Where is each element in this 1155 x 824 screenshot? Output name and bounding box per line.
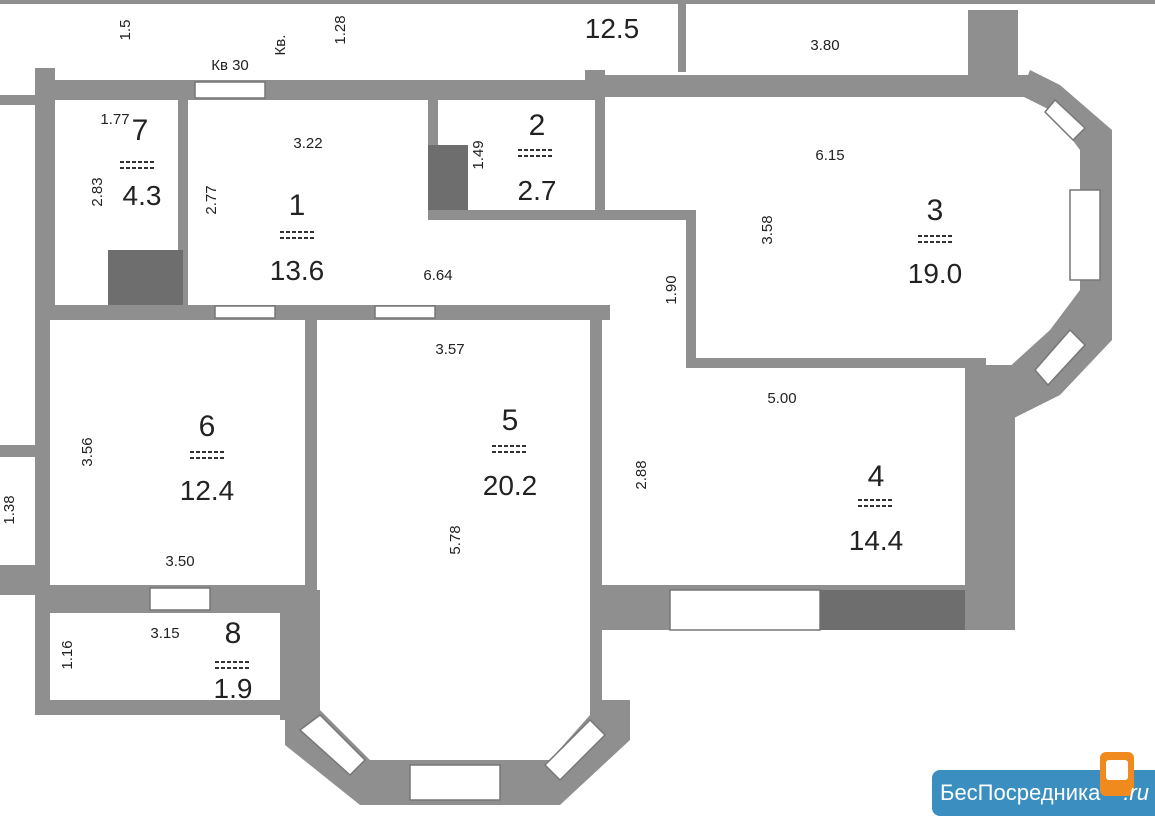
window: [194, 81, 266, 99]
window: [1034, 328, 1087, 387]
window: [669, 589, 821, 631]
wall: [108, 250, 183, 310]
wall-top-right: [600, 75, 1040, 97]
bay-wall-room-5: [285, 700, 630, 805]
dim-label: 1.5: [117, 20, 134, 41]
room-8-dim: 3.15: [150, 625, 179, 642]
wall-left-lower: [35, 305, 50, 710]
room-7-dim: 1.77: [100, 111, 129, 128]
room-7-dim: 2.83: [89, 177, 106, 206]
room-2-area: 2.7: [518, 175, 557, 206]
wall: [590, 315, 602, 715]
window: [409, 764, 501, 801]
wall: [35, 700, 290, 715]
room-4-number: 4: [868, 460, 885, 493]
door: [149, 587, 211, 611]
room-5-number: 5: [502, 404, 519, 437]
wall: [678, 0, 686, 72]
room-6-area: 12.4: [180, 475, 235, 506]
room-5-area: 20.2: [483, 470, 538, 501]
wall-top: [35, 80, 605, 100]
wall: [820, 590, 965, 630]
top-edge-wall: [0, 0, 1155, 4]
room-4-dim: 2.88: [633, 460, 650, 489]
wall: [595, 95, 605, 215]
room-7-number: 7: [132, 114, 149, 147]
room-7-area: 4.3: [123, 180, 162, 211]
room-5-dim: 5.78: [447, 525, 464, 554]
wall: [0, 445, 35, 457]
room-6-number: 6: [199, 410, 216, 443]
side-dim-label: 1.38: [1, 495, 18, 524]
dim-label: 1.28: [332, 15, 349, 44]
room-1-dim: 2.77: [203, 185, 220, 214]
room-1-dim: 3.22: [293, 135, 322, 152]
wall: [0, 565, 35, 595]
window: [298, 714, 367, 777]
room-3-dim: 3.58: [759, 215, 776, 244]
room-3-dim: 6.15: [815, 147, 844, 164]
bay-wall-room-3: [995, 70, 1112, 420]
logo-suffix: .ru: [1123, 780, 1149, 805]
room-8-dim: 1.16: [59, 640, 76, 669]
room-6-dim: 3.50: [165, 553, 194, 570]
wall-left: [35, 68, 55, 318]
door: [374, 305, 436, 319]
room-6-dim: 3.56: [79, 437, 96, 466]
wall: [686, 210, 696, 365]
wall: [178, 95, 188, 310]
room-4-dim: 5.00: [767, 390, 796, 407]
room-2-dim: 1.49: [470, 140, 487, 169]
logo-text: БесПосредника: [940, 780, 1101, 805]
room-1-area: 13.6: [270, 255, 325, 286]
dim-label: 3.80: [810, 37, 839, 54]
room-8-number: 8: [225, 617, 242, 650]
room-3-area: 19.0: [908, 258, 963, 289]
apartment-label-2: Кв.: [272, 35, 289, 56]
wall: [428, 145, 468, 215]
room-3-dim: 1.90: [663, 275, 680, 304]
mascot-icon: [1100, 752, 1134, 796]
wall: [0, 95, 35, 105]
room-4-area: 14.4: [849, 525, 904, 556]
site-logo[interactable]: БесПосредника .ru: [932, 752, 1155, 816]
room-2-number: 2: [529, 109, 546, 142]
window: [1069, 189, 1101, 281]
room-5-dim: 3.57: [435, 341, 464, 358]
room-8-area: 1.9: [214, 673, 253, 704]
wall-mid: [35, 305, 610, 320]
wall: [280, 590, 320, 720]
window: [543, 718, 607, 782]
room-3-number: 3: [927, 194, 944, 227]
window: [1043, 98, 1087, 142]
room-1-number: 1: [289, 189, 306, 222]
apartment-label: Кв 30: [211, 57, 249, 74]
door: [214, 305, 276, 319]
room-1-dim: 6.64: [423, 267, 452, 284]
wall: [305, 315, 317, 615]
area-label: 12.5: [585, 13, 640, 44]
wall: [428, 210, 690, 220]
wall: [686, 358, 986, 368]
